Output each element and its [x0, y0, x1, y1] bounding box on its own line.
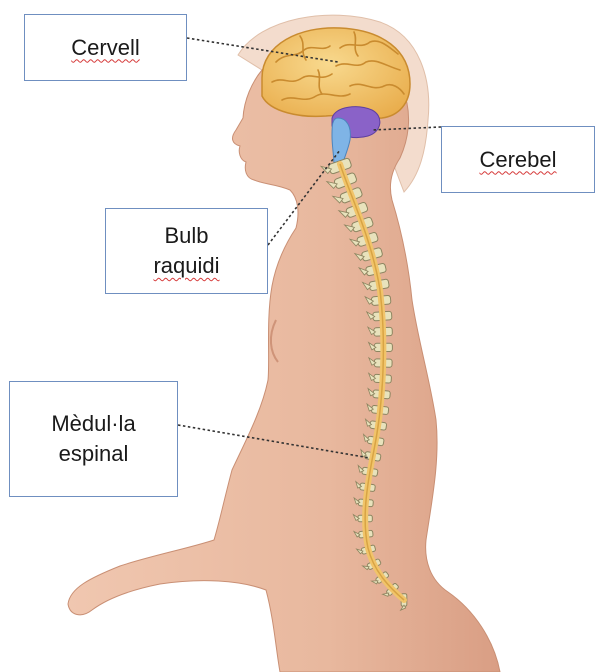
- label-medul-line1: Mèdul·la: [51, 409, 135, 439]
- label-medul-line2: espinal: [59, 439, 129, 469]
- label-cerebel: Cerebel: [441, 126, 595, 193]
- label-bulb-line1: Bulb: [164, 221, 208, 251]
- label-bulb-line2: raquidi: [153, 251, 219, 281]
- label-medul-la-espinal: Mèdul·la espinal: [9, 381, 178, 497]
- label-bulb-raquidi: Bulb raquidi: [105, 208, 268, 294]
- label-cerebel-text: Cerebel: [479, 145, 556, 175]
- label-cervell-text: Cervell: [71, 33, 139, 63]
- label-cervell: Cervell: [24, 14, 187, 81]
- brain: [262, 28, 410, 119]
- body-silhouette: [68, 46, 500, 672]
